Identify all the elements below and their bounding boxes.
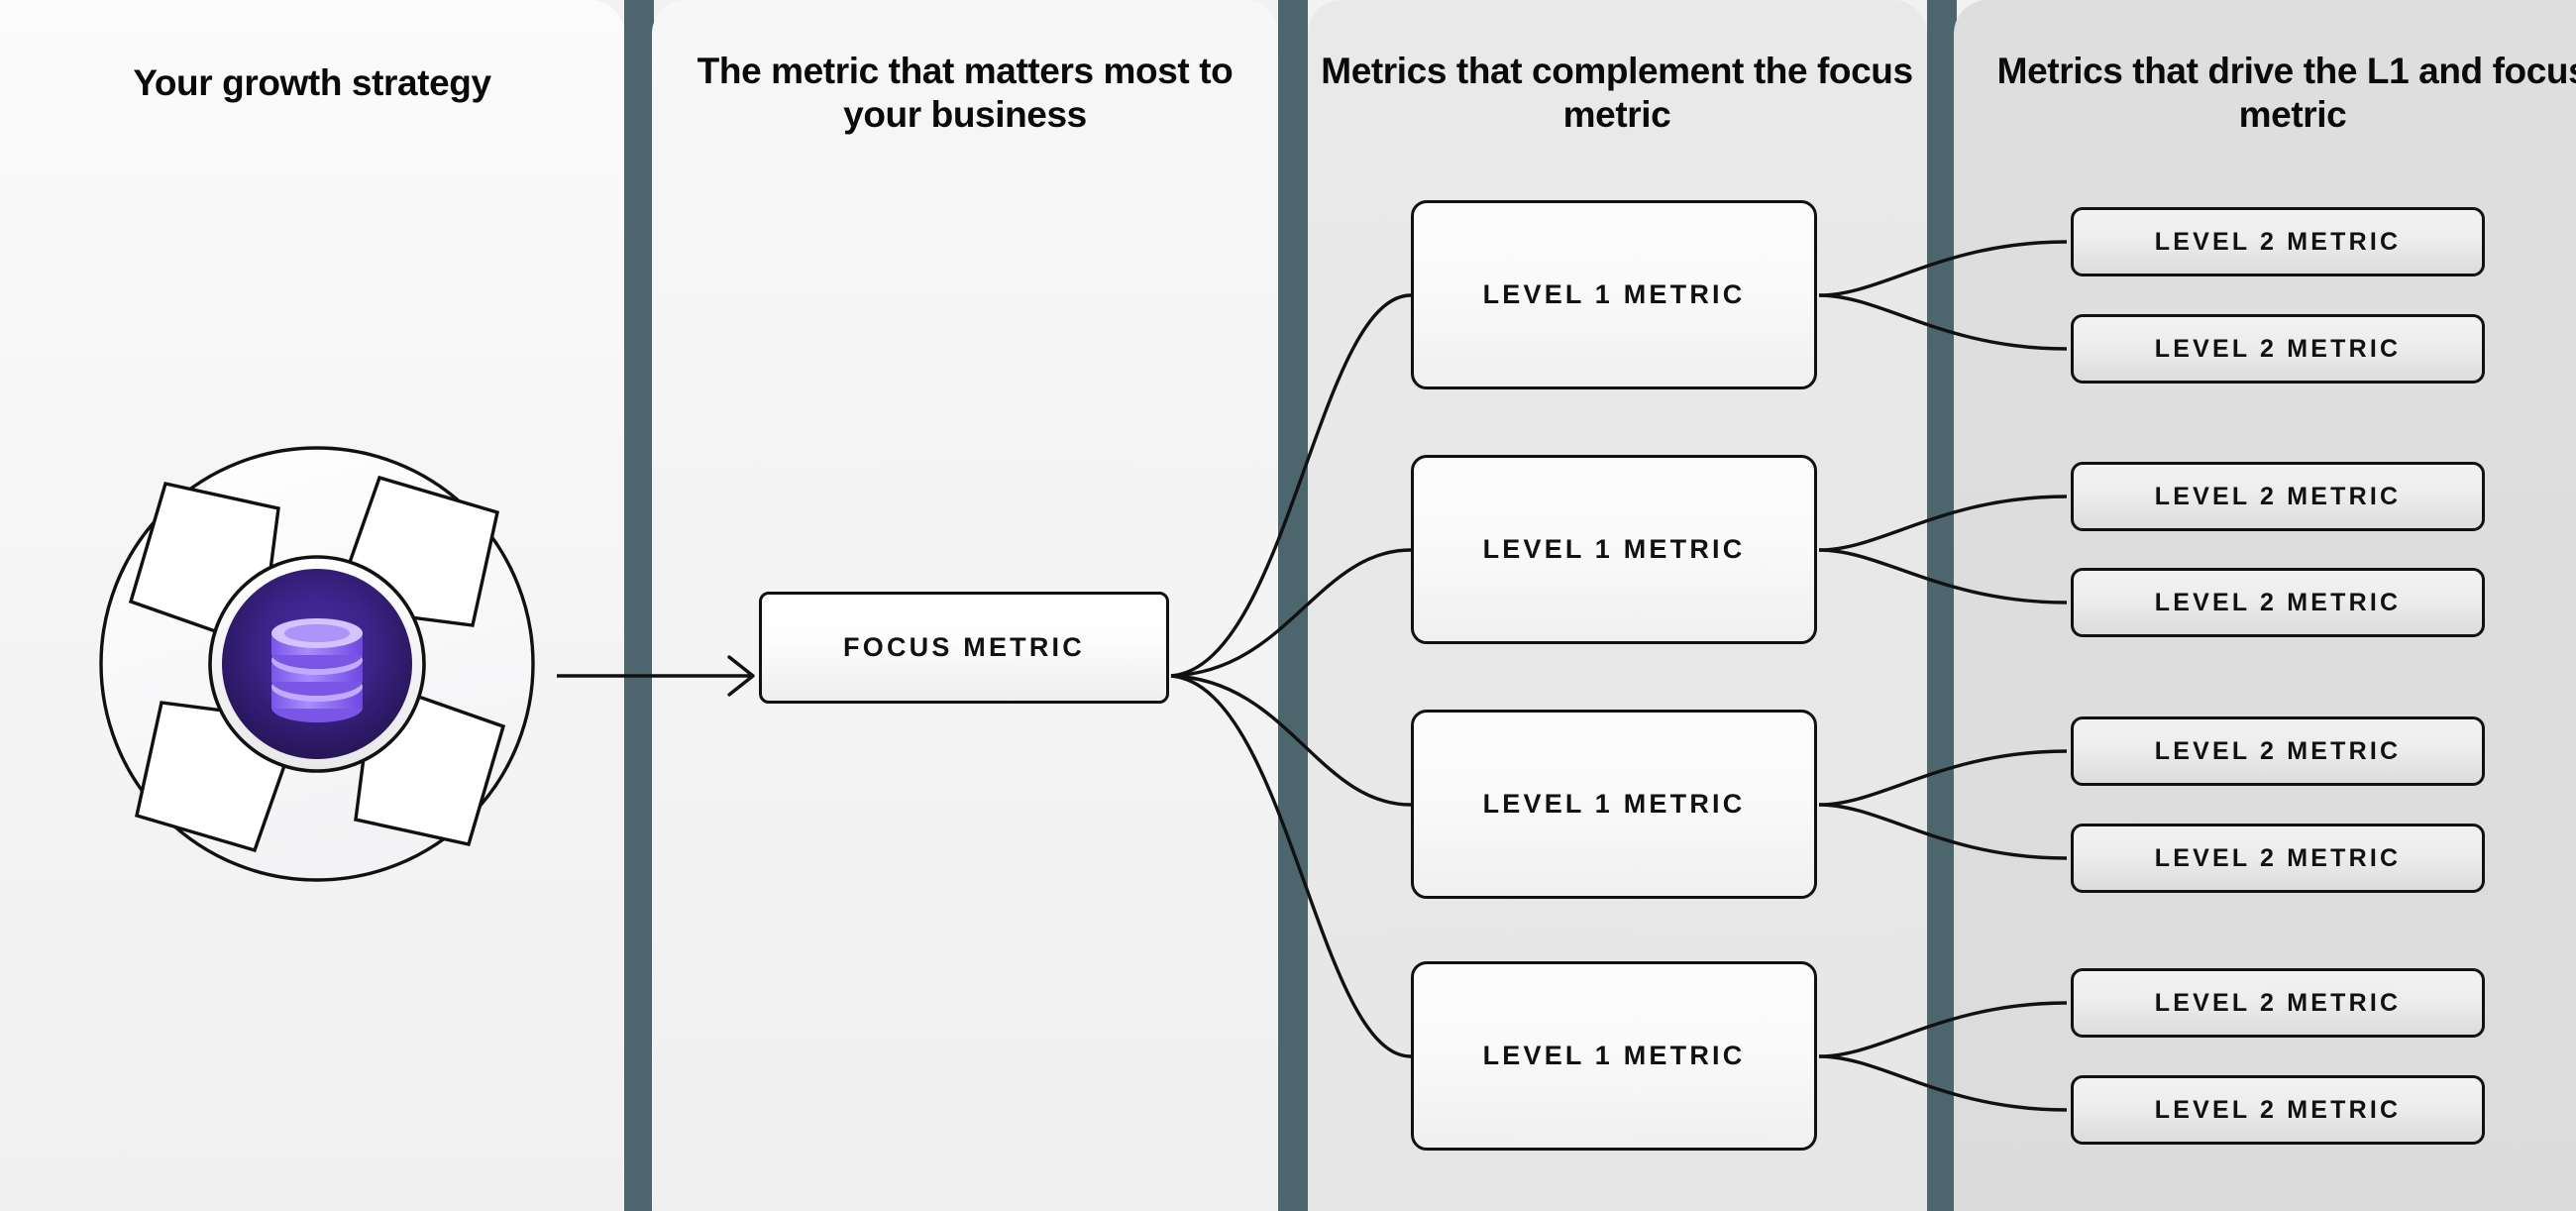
level1-metric-label: LEVEL 1 METRIC [1482,534,1746,564]
focus-metric-node[interactable]: FOCUS METRIC [759,592,1169,704]
level1-metric-label: LEVEL 1 METRIC [1482,279,1746,309]
column-divider-2 [1278,0,1308,1211]
column-divider-1 [624,0,654,1211]
level2-metric-label: LEVEL 2 METRIC [2154,988,2402,1017]
column-title-complement: Metrics that complement the focus metric [1321,51,1913,135]
level2-metric-label: LEVEL 2 METRIC [2154,843,2402,872]
level2-metric-label: LEVEL 2 METRIC [2154,482,2402,510]
level2-metric-node-3[interactable]: LEVEL 2 METRIC [2071,462,2485,531]
level2-metric-label: LEVEL 2 METRIC [2154,227,2402,256]
level2-metric-label: LEVEL 2 METRIC [2154,736,2402,765]
level2-metric-node-8[interactable]: LEVEL 2 METRIC [2071,1075,2485,1145]
database-icon [271,618,363,722]
level2-metric-label: LEVEL 2 METRIC [2154,334,2402,363]
level2-metric-node-6[interactable]: LEVEL 2 METRIC [2071,824,2485,893]
level2-metric-node-4[interactable]: LEVEL 2 METRIC [2071,568,2485,637]
level1-metric-node-2[interactable]: LEVEL 1 METRIC [1411,455,1817,644]
level1-metric-node-1[interactable]: LEVEL 1 METRIC [1411,200,1817,389]
level2-metric-node-2[interactable]: LEVEL 2 METRIC [2071,314,2485,384]
level2-metric-node-5[interactable]: LEVEL 2 METRIC [2071,716,2485,786]
column-title-focus-metric: The metric that matters most to your bus… [697,51,1234,135]
level1-metric-label: LEVEL 1 METRIC [1482,789,1746,819]
level1-metric-node-4[interactable]: LEVEL 1 METRIC [1411,961,1817,1151]
level2-metric-node-1[interactable]: LEVEL 2 METRIC [2071,207,2485,276]
column-divider-3 [1927,0,1957,1211]
level1-metric-node-3[interactable]: LEVEL 1 METRIC [1411,710,1817,899]
level2-metric-label: LEVEL 2 METRIC [2154,1095,2402,1124]
column-title-drivers: Metrics that drive the L1 and focus metr… [1996,51,2576,135]
level2-metric-label: LEVEL 2 METRIC [2154,588,2402,616]
column-title-growth-strategy: Your growth strategy [133,62,491,103]
level1-metric-label: LEVEL 1 METRIC [1482,1041,1746,1070]
focus-metric-label: FOCUS METRIC [843,632,1085,662]
growth-strategy-graphic [99,446,535,882]
level2-metric-node-7[interactable]: LEVEL 2 METRIC [2071,968,2485,1038]
